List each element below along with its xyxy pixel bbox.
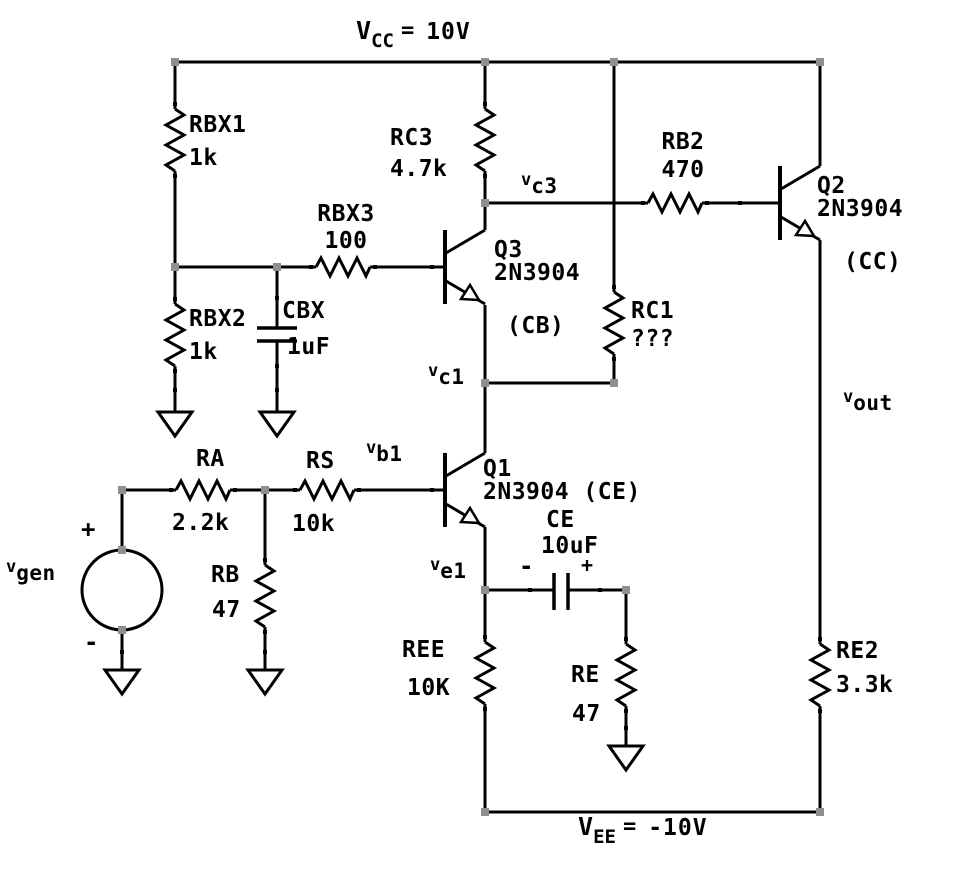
re-name-label: RE (571, 662, 600, 688)
vgen-source-circle (80, 548, 164, 632)
resistor-re2 (807, 642, 833, 708)
ce-plus-sign: + (581, 553, 594, 577)
capacitor-ce (552, 573, 570, 610)
rb-name-label: RB (211, 562, 240, 588)
circuit-wires (120, 62, 822, 812)
re2-name-label: RE2 (836, 638, 880, 664)
ground-icon-rbx2 (156, 410, 194, 438)
ground-icon-re (607, 744, 645, 772)
vcc-rail-label: VCC=10V (356, 16, 471, 52)
resistor-rb2 (646, 190, 704, 216)
node-vgen-label: vgen (6, 557, 56, 585)
node-vc1-label: vc1 (428, 361, 465, 389)
capacitor-cbx (257, 326, 297, 343)
ground-icon-vgen (103, 668, 141, 696)
re-value-label: 47 (572, 701, 601, 727)
resistor-rc1 (601, 290, 627, 356)
node-ve1-label: ve1 (430, 555, 467, 583)
resistor-rs (298, 477, 356, 503)
resistor-rbx2 (162, 302, 188, 368)
ce-minus-sign: - (519, 552, 534, 580)
re2-value-label: 3.3k (836, 672, 894, 698)
resistor-rbx3 (314, 254, 372, 280)
resistor-rbx1 (162, 107, 188, 173)
rb-value-label: 47 (212, 597, 241, 623)
resistor-re (613, 642, 639, 708)
transistor-q3 (443, 228, 487, 306)
ra-value-label: 2.2k (172, 510, 230, 536)
transistor-q2 (778, 164, 822, 242)
q2-config-label: (CC) (844, 249, 902, 275)
node-vc3-label: vc3 (521, 170, 558, 198)
resistor-rb (252, 563, 278, 629)
lead-ticks (120, 102, 822, 730)
junction-dots (118, 58, 824, 816)
resistor-ra (174, 477, 232, 503)
ce-value-label: 10uF (541, 533, 599, 559)
rc1-label: RC1??? (631, 298, 675, 352)
rs-name-label: RS (306, 448, 335, 474)
resistor-ree (472, 640, 498, 706)
vee-rail-label: VEE=-10V (578, 812, 708, 848)
vgen-minus-sign: - (84, 628, 99, 656)
q3-config-label: (CB) (507, 313, 565, 339)
vgen-plus-sign: + (81, 515, 96, 543)
ground-icon-cbx (258, 410, 296, 438)
resistor-rc3 (472, 107, 498, 173)
transistor-q1 (443, 451, 487, 529)
ree-value-label: 10K (407, 675, 451, 701)
ree-name-label: REE (402, 637, 446, 663)
node-vb1-label: vb1 (366, 438, 403, 466)
ground-icon-rb (246, 668, 284, 696)
cbx-name-label: CBX (282, 298, 326, 324)
ra-name-label: RA (196, 446, 225, 472)
rs-value-label: 10k (292, 511, 336, 537)
ce-name-label: CE (546, 507, 575, 533)
cbx-value-label: 1uF (287, 334, 331, 360)
node-vout-label: vout (843, 387, 893, 415)
